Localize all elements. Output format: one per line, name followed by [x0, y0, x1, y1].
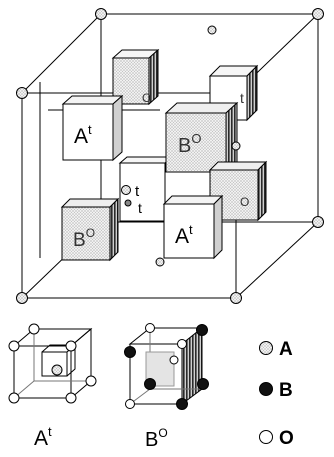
- inset-atom-b-icon: [198, 379, 209, 390]
- inner-atom-a-icon: [125, 200, 131, 206]
- inset-atom-o-icon: [66, 341, 76, 351]
- inset-atom-o-icon: [29, 324, 39, 334]
- edge-atom-a-icon: [156, 258, 164, 266]
- corner-atom-a-icon: [313, 9, 324, 20]
- legend-item-b: B: [260, 380, 293, 401]
- inset-atom-a-icon: [52, 365, 62, 375]
- corner-atom-a-icon: [17, 293, 28, 304]
- inset-atom-b-icon: [197, 325, 208, 336]
- small-label-o: O: [240, 195, 249, 209]
- inset-label-bo: BO: [145, 426, 168, 451]
- corner-atom-a-icon: [96, 9, 107, 20]
- inset-atom-b-icon: [125, 347, 136, 358]
- subcube-front-bottom-right: [164, 196, 222, 258]
- inset-atom-o-icon: [9, 341, 19, 351]
- corner-atom-a-icon: [231, 293, 242, 304]
- inset-atom-b-icon: [145, 379, 156, 390]
- corner-atom-a-icon: [17, 88, 28, 99]
- inner-atom-a-icon: [122, 186, 131, 195]
- inset-bo-cube: [125, 324, 209, 410]
- inset-atom-o-icon: [86, 376, 96, 386]
- inset-atom-o-icon: [178, 340, 187, 349]
- small-label-o: O: [142, 91, 151, 105]
- corner-atom-a-icon: [313, 217, 324, 228]
- edge-atom-a-icon: [208, 26, 216, 34]
- legend-label-a: A: [279, 339, 293, 360]
- filled-circle-icon: [260, 383, 273, 396]
- subcube-front-top-left: [63, 96, 122, 160]
- inset-atom-o-icon: [9, 393, 19, 403]
- depth-edge-tl: [22, 14, 101, 93]
- open-circle-icon: [260, 431, 273, 444]
- legend-label-o: O: [279, 428, 294, 449]
- inset-at-cube: [9, 324, 96, 403]
- inset-atom-o-icon: [146, 324, 155, 333]
- legend: A B O: [260, 339, 294, 449]
- inset-atom-b-icon: [177, 399, 188, 410]
- small-label-t: t: [138, 200, 142, 216]
- depth-edge-br: [236, 222, 318, 298]
- legend-item-a: A: [260, 339, 294, 360]
- small-label-t: t: [240, 90, 244, 106]
- inset-atom-o-icon: [170, 356, 178, 364]
- inset-atom-o-icon: [66, 393, 76, 403]
- inset-label-at: At: [34, 424, 52, 450]
- inner-atom-a-icon: [232, 142, 240, 150]
- legend-item-o: O: [260, 428, 294, 449]
- inset-atom-o-icon: [126, 400, 135, 409]
- dotted-circle-icon: [260, 342, 273, 355]
- legend-label-b: B: [279, 380, 293, 401]
